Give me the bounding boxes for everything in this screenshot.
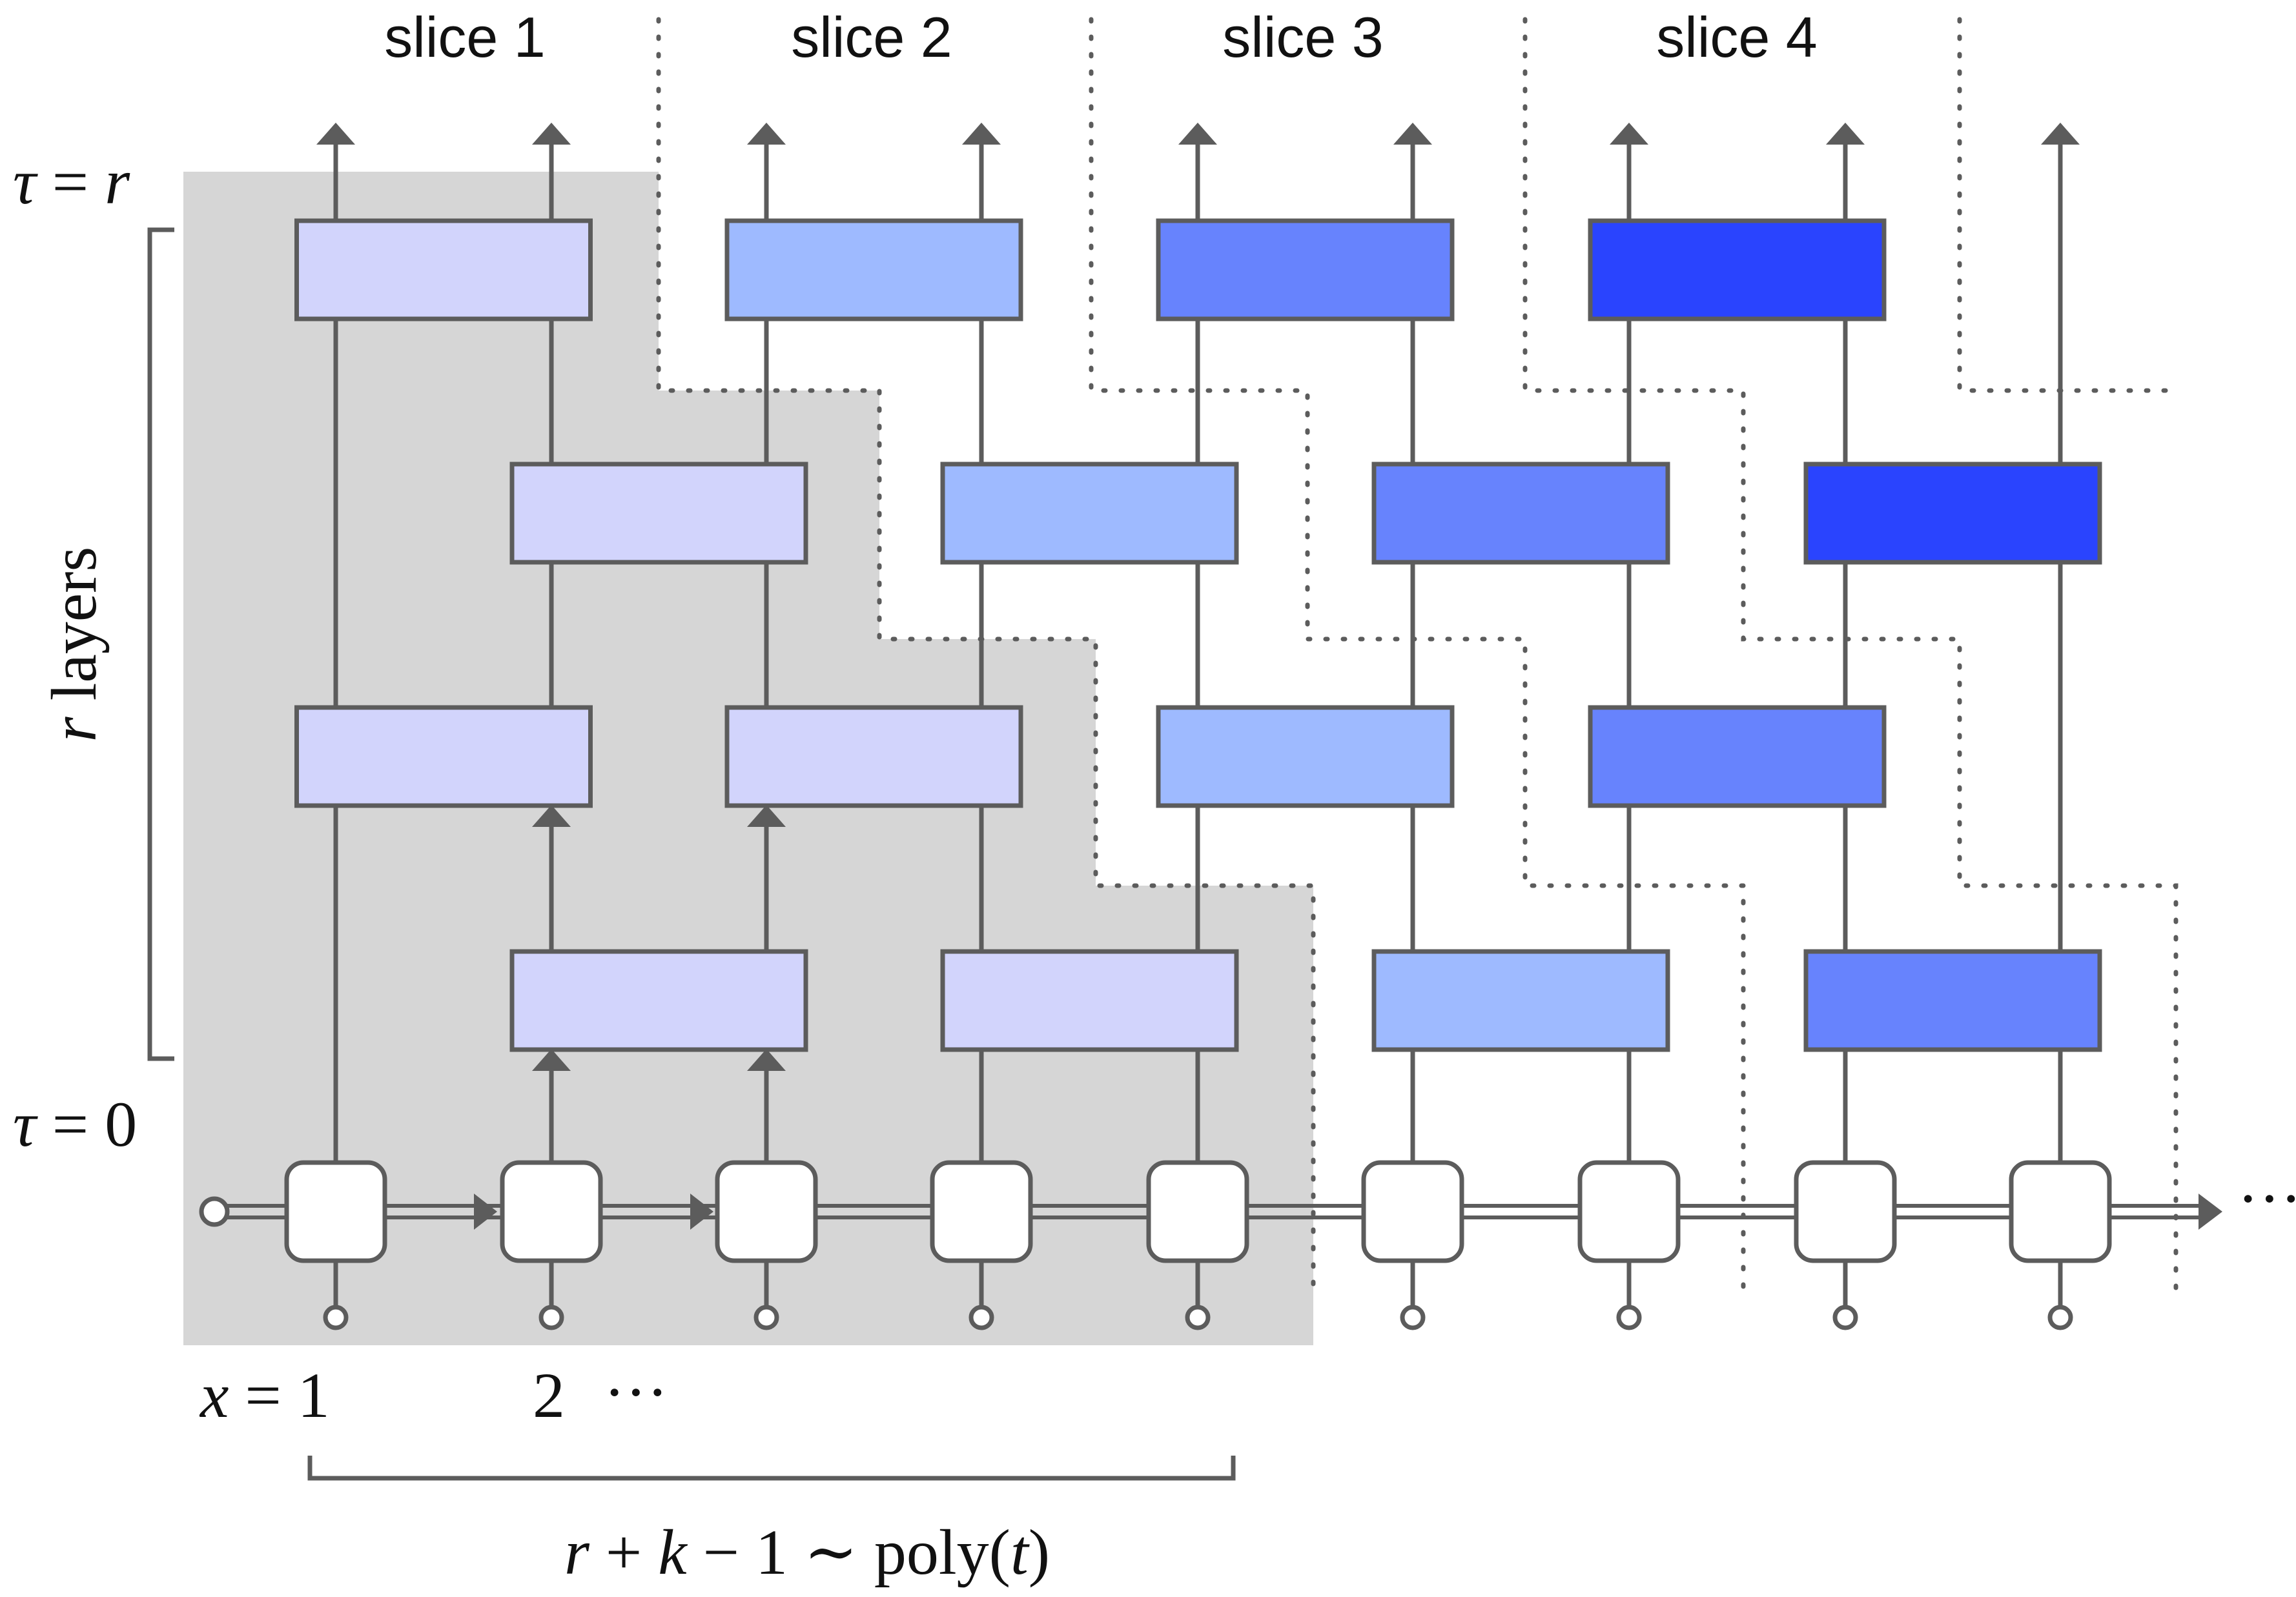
wire-input-terminal — [1616, 1305, 1642, 1330]
gate-block — [1803, 949, 2102, 1052]
gate-block — [509, 949, 808, 1052]
gate-block — [940, 462, 1239, 565]
chain-node — [1146, 1160, 1249, 1263]
gate-block — [1588, 705, 1887, 808]
chain-node — [715, 1160, 818, 1263]
wire-output-arrow — [532, 123, 571, 145]
layers-label: r layers — [38, 547, 110, 742]
layers-bracket — [147, 227, 174, 1061]
gate-block — [1371, 462, 1670, 565]
wire-input-terminal — [1400, 1305, 1426, 1330]
wire-input-terminal — [969, 1305, 994, 1330]
gate-block — [1371, 949, 1670, 1052]
gate-block — [1156, 705, 1455, 808]
gate-block — [1156, 218, 1455, 321]
x-dots-label: ··· — [604, 1356, 668, 1428]
gate-block — [1588, 218, 1887, 321]
chain-node — [930, 1160, 1033, 1263]
light-cone-arrow — [532, 1049, 571, 1071]
chain-node — [1794, 1160, 1897, 1263]
chain-dots-label: ··· — [2237, 1163, 2296, 1234]
slice-label-4: slice 4 — [1656, 5, 1817, 69]
slice-label-1: slice 1 — [384, 5, 545, 69]
wire-input-terminal — [323, 1305, 349, 1330]
chain-node — [2009, 1160, 2112, 1263]
chain-end-arrow — [2199, 1194, 2222, 1230]
gate-block — [724, 705, 1023, 808]
light-cone-arrow — [747, 1049, 786, 1071]
wire-output-arrow — [1826, 123, 1865, 145]
slice-boundaries — [656, 17, 2178, 1294]
chain-start-terminal — [199, 1196, 230, 1227]
slice-labels: slice 1 slice 2 slice 3 slice 4 — [384, 5, 1817, 69]
slice-boundary-1 — [656, 17, 1316, 1294]
wire-output-arrow — [1393, 123, 1432, 145]
chain-nodes — [284, 1160, 2112, 1263]
wire-output-arrow — [1178, 123, 1217, 145]
tau-bottom-label: τ = 0 — [13, 1088, 137, 1160]
width-bracket — [307, 1456, 1236, 1481]
wire-output-arrow — [1610, 123, 1648, 145]
light-cone-arrow — [747, 805, 786, 827]
gate-block — [294, 218, 593, 321]
slice-boundary-3 — [1522, 17, 2178, 1294]
width-bracket-label: r + k − 1 ∼ poly(t) — [564, 1516, 1050, 1588]
chain-node — [500, 1160, 603, 1263]
gate-block — [940, 949, 1239, 1052]
slice-boundary-2 — [1089, 17, 1746, 1294]
wire-output-arrow — [747, 123, 786, 145]
gate-block — [294, 705, 593, 808]
gate-block — [509, 462, 808, 565]
wire-input-terminal — [1185, 1305, 1211, 1330]
gate-block — [1803, 462, 2102, 565]
x-label: x = 1 — [199, 1359, 330, 1431]
wire-output-arrow — [316, 123, 355, 145]
gate-layers — [294, 218, 2102, 1052]
wire-input-terminal — [753, 1305, 779, 1330]
gate-block — [724, 218, 1023, 321]
wire-output-arrow — [962, 123, 1001, 145]
slice-boundary-4 — [1957, 17, 2178, 393]
wire-input-terminal — [2047, 1305, 2073, 1330]
chain-step-arrow — [690, 1194, 713, 1230]
tau-top-label: τ = r — [13, 146, 130, 218]
light-cone-arrow — [532, 805, 571, 827]
chain-step-arrow — [474, 1194, 497, 1230]
wire-input-terminal — [1832, 1305, 1858, 1330]
wire-input-terminal — [538, 1305, 564, 1330]
slice-label-2: slice 2 — [791, 5, 952, 69]
x-next-label: 2 — [533, 1359, 565, 1431]
chain-node — [1577, 1160, 1681, 1263]
wire-output-arrow — [2041, 123, 2080, 145]
chain-node — [1361, 1160, 1464, 1263]
chain-node — [284, 1160, 387, 1263]
slice-label-3: slice 3 — [1222, 5, 1383, 69]
